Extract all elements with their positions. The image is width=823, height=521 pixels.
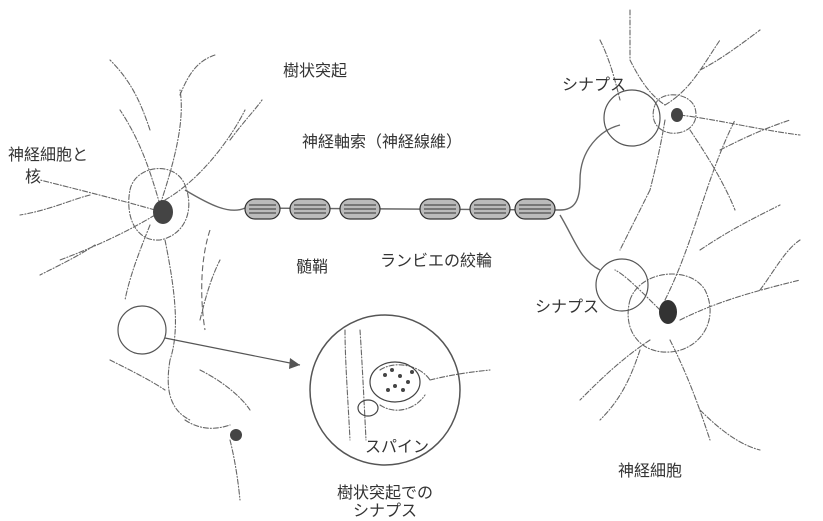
lower-left-nucleus	[230, 429, 242, 441]
label-spine: スパイン	[365, 437, 430, 456]
myelin-sheath	[244, 198, 556, 220]
vesicle	[398, 374, 402, 378]
myelin-segment-lines	[249, 204, 276, 214]
right-cell-body	[627, 273, 711, 353]
vesicle	[393, 384, 397, 388]
left-nucleus	[153, 200, 173, 224]
synapse-circle-middle	[595, 258, 649, 312]
myelin-segment-lines	[294, 204, 326, 214]
label-cell-body-line1: 神経細胞と	[8, 145, 89, 164]
spine-detail	[344, 329, 491, 441]
zoom-pointer-arrowhead	[289, 358, 300, 369]
vesicle	[386, 388, 390, 392]
vesicle	[390, 368, 394, 372]
myelin-segment-lines	[424, 204, 456, 214]
synapse-circle-top	[603, 89, 661, 147]
myelin-segment-lines	[474, 204, 506, 214]
label-dendritic-synapse-line1: 樹状突起での	[336, 483, 433, 502]
label-ranvier: ランビエの絞輪	[380, 251, 493, 270]
vesicle	[383, 373, 387, 377]
right-neuron-dendrites	[579, 119, 801, 451]
spine-circle-magnified	[309, 314, 461, 466]
vesicle	[410, 370, 414, 374]
axon-lower-branch	[201, 229, 211, 331]
top-right-cell-body	[652, 94, 697, 134]
left-neuron-dendrites	[19, 54, 263, 301]
label-synapse-middle: シナプス	[535, 297, 600, 316]
right-nucleus	[659, 300, 677, 324]
top-right-dendrites	[599, 9, 801, 251]
synaptic-vesicles	[383, 368, 414, 392]
myelin-segment-lines	[344, 204, 376, 214]
spine-circle-small	[117, 305, 167, 355]
label-myelin: 髄鞘	[296, 257, 329, 276]
label-dendritic-synapse-line2: シナプス	[352, 501, 417, 520]
axon	[184, 124, 621, 271]
label-axon: 神経軸索（神経線維）	[302, 132, 463, 151]
top-right-nucleus	[671, 108, 683, 122]
label-neuron-right: 神経細胞	[618, 461, 683, 480]
vesicle	[406, 380, 410, 384]
vesicle	[401, 388, 405, 392]
label-cell-body-line2: 核	[25, 167, 42, 186]
spine-head	[357, 399, 379, 417]
lower-left-dendrites	[109, 239, 251, 501]
zoom-pointer-line	[164, 337, 301, 366]
label-dendrite: 樹状突起	[283, 61, 348, 80]
synaptic-bouton	[369, 361, 421, 403]
myelin-segment-lines	[519, 204, 551, 214]
label-synapse-top: シナプス	[562, 75, 627, 94]
left-cell-body	[128, 168, 190, 241]
